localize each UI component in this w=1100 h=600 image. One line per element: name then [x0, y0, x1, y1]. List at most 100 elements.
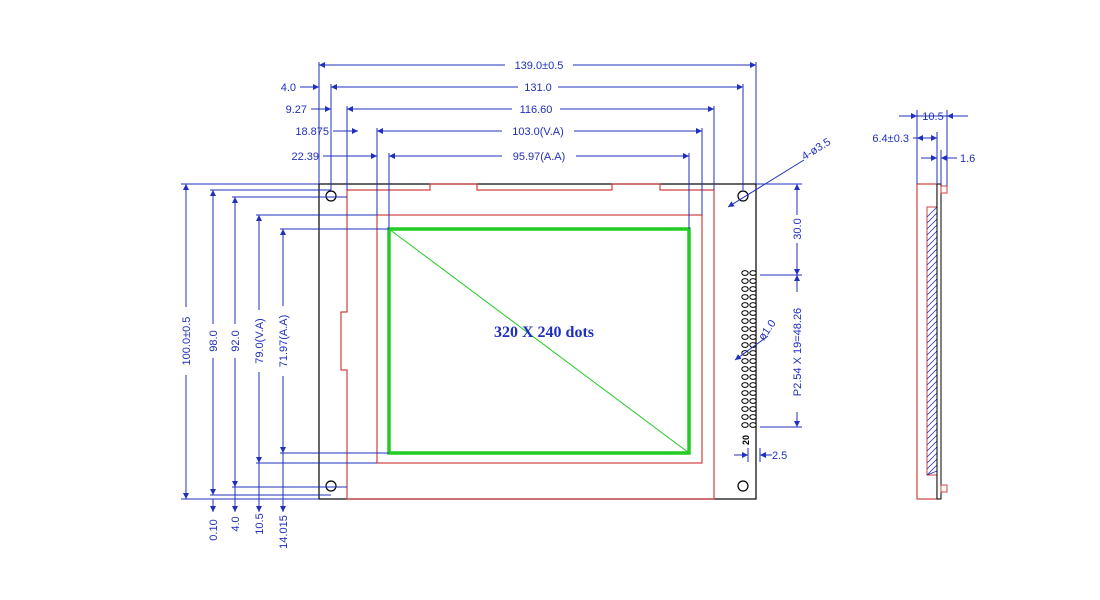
- hatch-line: [926, 374, 938, 386]
- dim-mount-hole: 4-ø3.5: [800, 136, 833, 163]
- side-tab-bottom: [940, 484, 948, 493]
- hatch-line: [926, 416, 938, 428]
- dim-overall-width: 139.0±0.5: [515, 60, 564, 72]
- hatch-line: [926, 398, 938, 410]
- dim-aa-offset: 22.39: [291, 151, 319, 163]
- dim-aa-width: 95.97(A.A): [513, 151, 566, 163]
- hatch-line: [926, 218, 938, 230]
- hatch-line: [926, 452, 938, 464]
- dim-top-to-pin: 30.0: [792, 218, 804, 239]
- dim-va-offset: 18.875: [295, 126, 329, 138]
- hatch-line: [926, 470, 938, 476]
- hatch-line: [926, 344, 938, 356]
- hatch-line: [926, 440, 938, 452]
- connector-pin: [749, 302, 757, 308]
- connector-pin: [741, 278, 749, 284]
- bezel-outline: [340, 183, 715, 500]
- connector-pin: [741, 334, 749, 340]
- dim-pin-edge: 2.5: [772, 450, 787, 462]
- hatch-line: [926, 332, 938, 344]
- connector-pin: [741, 342, 749, 348]
- connector-pin: [749, 390, 757, 396]
- connector-pin: [741, 318, 749, 324]
- connector-pin: [741, 270, 749, 276]
- connector-pin: [741, 286, 749, 292]
- hatch-line: [926, 248, 938, 260]
- hatch-line: [926, 320, 938, 332]
- connector-pin: [741, 382, 749, 388]
- dim-pin-span: P2.54 X 19=48.26: [792, 308, 804, 396]
- hatch-line: [926, 386, 938, 398]
- hatch-line: [926, 446, 938, 458]
- connector-pin: [749, 422, 757, 428]
- dim-bezel-width: 116.60: [520, 104, 553, 116]
- hatch-line: [926, 434, 938, 446]
- dim-pin-hole: ø1.0: [756, 318, 778, 343]
- hatch-line: [926, 212, 938, 224]
- hatch-line: [926, 266, 938, 278]
- resolution-label: 320 X 240 dots: [494, 324, 594, 341]
- hatch-line: [926, 350, 938, 362]
- connector-pin: [741, 326, 749, 332]
- hatch-line: [926, 392, 938, 404]
- connector-pin: [749, 366, 757, 372]
- connector-pin: [749, 358, 757, 364]
- front-view: 320 X 240 dots 20: [318, 183, 757, 500]
- dim-hole-pitch-vertical: 98.0: [208, 330, 220, 351]
- connector-pin: [741, 366, 749, 372]
- dim-hole-offset: 4.0: [281, 82, 296, 94]
- dim-pcb-thickness: 1.6: [960, 153, 975, 165]
- hatch-line: [926, 206, 938, 218]
- dim-bottom-14-015: 14.015: [278, 515, 290, 549]
- hatch-line: [926, 356, 938, 368]
- pin-count-label: 20: [741, 435, 751, 445]
- connector-pin: [741, 294, 749, 300]
- dim-overall-height: 100.0±0.5: [181, 317, 193, 366]
- connector-pin: [741, 374, 749, 380]
- side-glass-hatch: [926, 206, 938, 476]
- connector-pins: [741, 270, 757, 428]
- connector-pin: [749, 270, 757, 276]
- active-area-diagonal: [388, 228, 690, 454]
- hatch-line: [926, 224, 938, 236]
- hatch-line: [926, 368, 938, 380]
- hatch-line: [926, 296, 938, 308]
- hatch-line: [926, 290, 938, 302]
- connector-pin: [749, 414, 757, 420]
- dim-va-width: 103.0(V.A): [512, 126, 564, 138]
- connector-pin: [741, 414, 749, 420]
- connector-pin: [741, 310, 749, 316]
- hatch-line: [926, 260, 938, 272]
- connector-pin: [741, 422, 749, 428]
- left-dimensions: 100.0±0.5 98.0 92.0 79.0(V.A) 71.97(A.A): [179, 183, 389, 500]
- hatch-line: [926, 308, 938, 320]
- hatch-line: [926, 236, 938, 248]
- viewing-area-outline: [376, 214, 703, 464]
- connector-pin: [741, 398, 749, 404]
- connector-pin: [741, 302, 749, 308]
- connector-pin: [749, 334, 757, 340]
- mount-hole-top-left: [325, 190, 337, 202]
- hatch-line: [926, 422, 938, 434]
- connector-pin: [749, 318, 757, 324]
- hatch-line: [926, 254, 938, 266]
- dim-aa-height: 71.97(A.A): [278, 315, 290, 368]
- hatch-line: [926, 464, 938, 476]
- dim-bezel-offset: 9.27: [286, 104, 307, 116]
- dim-bezel-height: 92.0: [230, 330, 242, 351]
- side-view: 10.5 6.4±0.3 1.6: [872, 110, 975, 500]
- dim-bottom-10-5: 10.5: [254, 513, 266, 534]
- dim-side-thickness: 10.5: [922, 111, 943, 123]
- hatch-line: [926, 302, 938, 314]
- mount-hole-bottom-right: [737, 480, 749, 492]
- hatch-line: [926, 380, 938, 392]
- hatch-line: [926, 278, 938, 290]
- hatch-line: [926, 410, 938, 422]
- side-pcb: [936, 183, 942, 500]
- dim-va-height: 79.0(V.A): [254, 318, 266, 363]
- hatch-line: [926, 338, 938, 350]
- bottom-dimensions: 0.10 4.0 10.5 14.015: [208, 453, 290, 549]
- connector-pin: [741, 390, 749, 396]
- side-tab-top: [940, 185, 948, 194]
